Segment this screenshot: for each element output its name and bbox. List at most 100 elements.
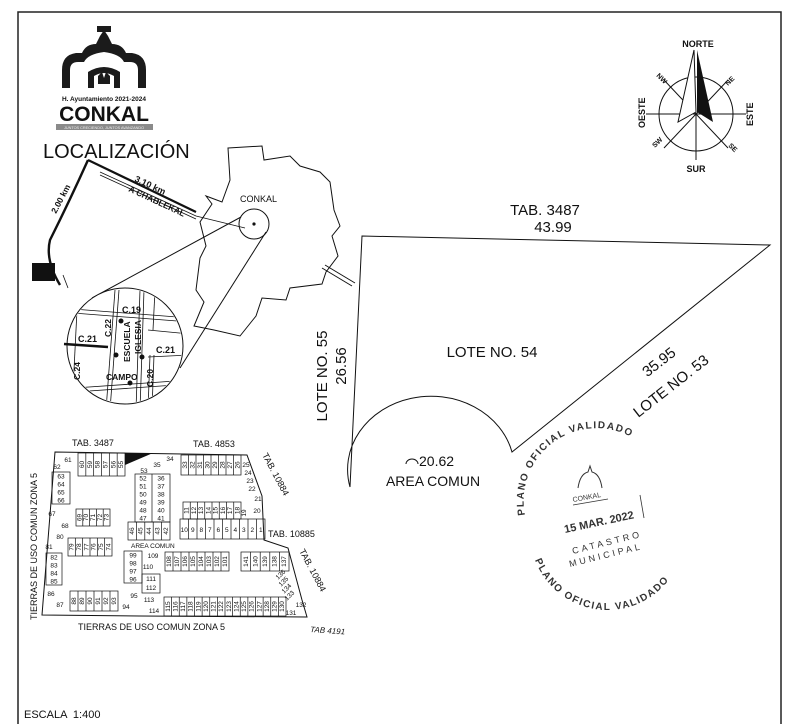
lot-number: 122 bbox=[218, 601, 225, 612]
lot-number: 34 bbox=[166, 456, 174, 463]
lot-number: 51 bbox=[139, 483, 147, 490]
lot-number: 132 bbox=[296, 602, 307, 609]
lot-number: 66 bbox=[57, 497, 65, 504]
lot-number: 115 bbox=[165, 601, 172, 612]
lot-number: 102 bbox=[214, 556, 221, 567]
lot-number: 117 bbox=[180, 601, 187, 612]
sub-south-label: TIERRAS DE USO COMUN ZONA 5 bbox=[78, 622, 225, 632]
lot-number: 89 bbox=[79, 597, 86, 605]
lot-number: 68 bbox=[61, 523, 69, 530]
lot-number: 112 bbox=[146, 585, 157, 592]
lot-number: 50 bbox=[139, 491, 147, 498]
lot-number: 36 bbox=[157, 475, 165, 482]
lot-number: 2 bbox=[250, 527, 254, 534]
lot-number: 47 bbox=[139, 515, 147, 522]
street-c19: C.19 bbox=[122, 305, 141, 315]
stamp-date: 15 MAR. 2022 bbox=[563, 509, 635, 535]
north-arrow-icon bbox=[677, 49, 697, 123]
lot-number: 137 bbox=[281, 556, 288, 567]
lot-number: 17 bbox=[227, 507, 234, 515]
lot-number: 41 bbox=[157, 515, 165, 522]
lot-number: 83 bbox=[50, 562, 58, 569]
lot-number: 138 bbox=[272, 556, 279, 567]
lot-number: 21 bbox=[254, 496, 262, 503]
lot-number: 14 bbox=[205, 507, 212, 515]
lot-number: 15 bbox=[213, 507, 220, 515]
lot-number: 26 bbox=[234, 461, 241, 469]
sub-south-tab: TAB 4191 bbox=[310, 625, 346, 636]
street-c21-east: C.21 bbox=[156, 345, 175, 355]
lot-number: 59 bbox=[87, 461, 94, 469]
lot-number: 118 bbox=[188, 601, 195, 612]
lot-number: 60 bbox=[79, 461, 86, 469]
lot-number: 72 bbox=[97, 514, 104, 522]
lot-number: 28 bbox=[219, 461, 226, 469]
lot-number: 82 bbox=[50, 554, 58, 561]
lot-number: 55 bbox=[118, 461, 125, 469]
lot-number: 76 bbox=[91, 543, 98, 551]
lot-number: 74 bbox=[105, 543, 112, 551]
black-lot-icon bbox=[125, 453, 153, 465]
lot-number: 125 bbox=[241, 601, 248, 612]
stamp-logo-text: CONKAL bbox=[572, 492, 602, 504]
lot-number: 104 bbox=[198, 556, 205, 567]
lot-number: 124 bbox=[233, 601, 240, 612]
lot-number: 44 bbox=[146, 527, 153, 535]
lot-number: 3 bbox=[242, 527, 246, 534]
lot-number: 121 bbox=[211, 601, 218, 612]
lot-number: 40 bbox=[157, 507, 165, 514]
lot-number: 67 bbox=[48, 511, 56, 518]
stamp-bottom-text: PLANO OFICIAL VALIDADO bbox=[532, 557, 670, 613]
lot-number: 107 bbox=[174, 556, 181, 567]
lot-number: 62 bbox=[53, 464, 61, 471]
lot-number: 9 bbox=[191, 527, 195, 534]
lot-number: 43 bbox=[154, 527, 161, 535]
lot-number: 25 bbox=[242, 462, 250, 469]
lot-number: 92 bbox=[103, 597, 110, 605]
municipal-logo: H. Ayuntamiento 2021-2024 CONKAL JUNTOS … bbox=[56, 26, 153, 130]
sub-north-tab-a: TAB. 3487 bbox=[72, 438, 114, 448]
compass-rose: NORTE SUR ESTE OESTE NW NE SW SE bbox=[637, 39, 755, 174]
lot-number: 38 bbox=[157, 491, 165, 498]
lot-number: 140 bbox=[252, 556, 259, 567]
lot-number: 11 bbox=[184, 507, 191, 514]
sub-east-tab-mid: TAB. 10885 bbox=[268, 529, 315, 539]
lot-number: 42 bbox=[163, 527, 170, 535]
lot-number: 90 bbox=[87, 597, 94, 605]
validation-stamp: PLANO OFICIAL VALIDADO PLANO OFICIAL VAL… bbox=[516, 420, 671, 613]
compass-ne: NE bbox=[724, 75, 736, 87]
lot-number: 39 bbox=[157, 499, 165, 506]
lot-number: 45 bbox=[138, 527, 145, 535]
lot-number: 13 bbox=[198, 507, 205, 515]
lot-number: 31 bbox=[197, 461, 204, 469]
lot-number: 33 bbox=[182, 461, 189, 469]
compass-south: SUR bbox=[686, 164, 706, 174]
lot-number: 81 bbox=[45, 544, 53, 551]
lot-number: 79 bbox=[69, 543, 76, 551]
place-iglesia: IGLESIA bbox=[133, 320, 143, 354]
lot-number: 78 bbox=[76, 543, 83, 551]
street-c22: C.22 bbox=[103, 319, 113, 337]
lot-number: 63 bbox=[57, 473, 65, 480]
lot-number: 86 bbox=[47, 591, 55, 598]
lot-number: 64 bbox=[57, 481, 65, 488]
lot-number: 95 bbox=[130, 593, 138, 600]
north-tab-label: TAB. 3487 bbox=[510, 202, 580, 219]
lot-number: 53 bbox=[140, 468, 148, 475]
location-title: LOCALIZACIÓN bbox=[43, 140, 190, 163]
lot-number: 61 bbox=[64, 457, 72, 464]
lot-number: 80 bbox=[56, 534, 64, 541]
lot-number: 1 bbox=[259, 527, 263, 534]
sub-east-tab-a: TAB. 10884 bbox=[260, 451, 291, 497]
lot-name: LOTE NO. 54 bbox=[447, 344, 538, 361]
lot-number: 101 bbox=[222, 556, 229, 567]
lot-number: 91 bbox=[95, 597, 102, 605]
lot-number: 111 bbox=[146, 576, 156, 583]
lot-number: 8 bbox=[199, 527, 203, 534]
magnified-detail: C.19 C.22 C.21 C.24 C.21 C.20 ESCUELA IG… bbox=[63, 287, 184, 405]
lot-number: 114 bbox=[149, 608, 160, 615]
lot-number: 57 bbox=[102, 461, 109, 469]
lot-number: 116 bbox=[172, 601, 179, 612]
lot-number: 94 bbox=[122, 604, 130, 611]
